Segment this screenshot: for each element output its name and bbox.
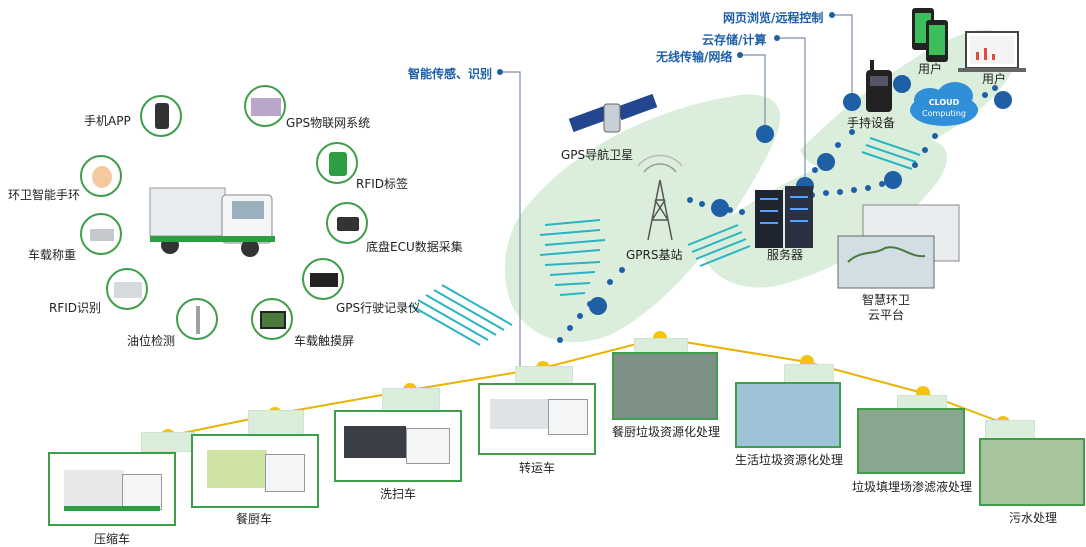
- label-sewage: 污水处理: [1008, 511, 1057, 525]
- satellite-icon: [568, 93, 658, 133]
- scale-ring: [80, 213, 122, 255]
- phone-icons: [912, 8, 948, 62]
- green-zone-top: [800, 29, 1017, 171]
- gps-rec-ring: [302, 258, 344, 300]
- bracelet-ring: [80, 155, 122, 197]
- label-compact: 压缩车: [93, 532, 130, 546]
- signal-bubbles: [589, 75, 1012, 315]
- label-kw-plant: 餐厨垃圾资源化处理: [611, 425, 720, 439]
- card-leachate: [857, 408, 965, 474]
- rfid-tag-ring: [316, 142, 358, 184]
- label-web: 网页浏览/远程控制: [723, 11, 824, 25]
- iot-ring: [244, 85, 286, 127]
- label-leachate: 垃圾填埋场渗滤液处理: [851, 480, 972, 494]
- label-user2: 用户: [982, 72, 1007, 86]
- card-compact: [48, 452, 176, 526]
- recorder-icon: [310, 273, 338, 287]
- label-wireless: 无线传输/网络: [656, 50, 733, 64]
- web-dot: [829, 12, 835, 18]
- sensing-dot: [497, 69, 503, 75]
- touch-ring: [251, 298, 293, 340]
- label-sweeper: 洗扫车: [379, 487, 416, 501]
- label-rfid-tag: RFID标签: [356, 177, 409, 191]
- wireless-dot: [737, 52, 743, 58]
- tab-sweeper: [382, 388, 440, 412]
- label-kitchen: 餐厨车: [235, 512, 272, 526]
- screen-icon: [260, 311, 286, 329]
- label-oil: 油位检测: [127, 334, 176, 348]
- label-dw-plant: 生活垃圾资源化处理: [734, 453, 843, 467]
- phone-icon: [155, 103, 169, 129]
- laptop-icon: [958, 31, 1026, 72]
- ecu-icon: [337, 217, 359, 231]
- main-truck-icon: [149, 187, 275, 257]
- node-wireless: [756, 125, 774, 143]
- label-gps-rec: GPS行驶记录仪: [336, 301, 421, 315]
- label-ecu: 底盘ECU数据采集: [366, 240, 463, 254]
- label-cloud-line2: Computing: [922, 109, 966, 118]
- card-sewage: [979, 438, 1085, 506]
- reader-icon: [114, 282, 142, 298]
- hatch-left: [409, 284, 513, 346]
- cloud-icon: [910, 82, 978, 126]
- tab-sewage: [985, 420, 1035, 440]
- label-server: 服务器: [767, 248, 804, 262]
- cloud-dot: [774, 35, 780, 41]
- label-platform-line2: 云平台: [867, 308, 904, 322]
- label-handheld: 手持设备: [847, 116, 896, 130]
- tab-kitchen: [248, 410, 304, 436]
- label-cloud: 云存储/计算: [702, 33, 767, 47]
- tower-icon: [637, 154, 683, 241]
- label-bracelet: 环卫智能手环: [8, 188, 81, 202]
- server-icon: [755, 186, 813, 248]
- rfid-read-ring: [106, 268, 148, 310]
- node-web: [843, 93, 861, 111]
- label-platform-line1: 智慧环卫: [861, 293, 910, 307]
- tab-dw-plant: [784, 364, 834, 384]
- platform-screens: [837, 204, 960, 289]
- label-user1: 用户: [918, 62, 943, 76]
- iot-icon: [251, 98, 281, 116]
- label-iot: GPS物联网系统: [286, 116, 371, 130]
- scale-icon: [90, 229, 114, 241]
- label-rfid-read: RFID识别: [49, 301, 102, 315]
- app-ring: [140, 95, 182, 137]
- hatch-base: [687, 224, 751, 267]
- ecu-ring: [326, 202, 368, 244]
- card-transfer: [478, 383, 596, 455]
- bracelet-icon: [92, 166, 112, 188]
- label-base: GPRS基站: [626, 248, 683, 262]
- label-satellite: GPS导航卫星: [561, 148, 634, 162]
- card-sweeper: [334, 410, 462, 482]
- bin-icon: [329, 152, 347, 176]
- label-transfer: 转运车: [518, 461, 555, 475]
- oil-ring: [176, 298, 218, 340]
- hatch-right: [861, 137, 921, 170]
- signal-wave: [539, 219, 606, 296]
- card-dw-plant: [735, 382, 841, 448]
- label-cloud-line1: CLOUD: [928, 98, 960, 107]
- tab-compact: [141, 432, 195, 452]
- label-sensing: 智能传感、识别: [408, 67, 493, 81]
- green-zone-left: [504, 94, 780, 343]
- label-app: 手机APP: [84, 114, 131, 128]
- label-touch: 车载触摸屏: [294, 334, 355, 348]
- card-kitchen: [191, 434, 319, 508]
- card-kw-plant: [612, 352, 718, 420]
- probe-icon: [196, 306, 200, 334]
- handheld-icon: [866, 60, 892, 112]
- label-scale: 车载称重: [28, 248, 77, 262]
